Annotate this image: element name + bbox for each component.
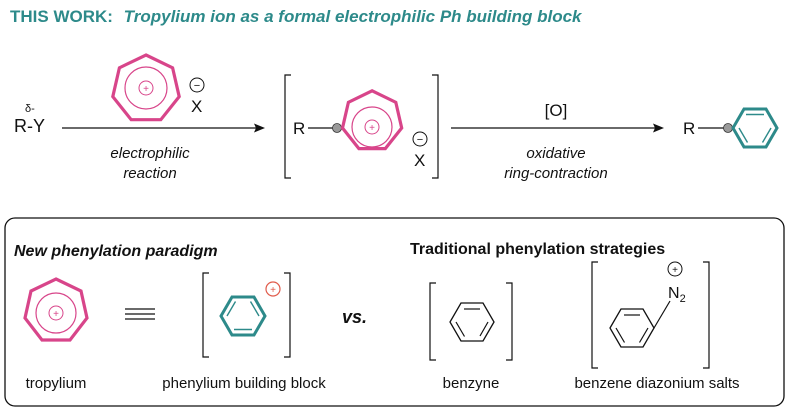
adduct-ring — [340, 89, 404, 151]
diazonium-label: benzene diazonium salts — [574, 375, 739, 392]
panel-plus-sign: + — [53, 309, 59, 320]
reaction-arrow-1 — [62, 123, 265, 133]
intermediate-bracket-right — [432, 74, 439, 179]
benzyne-ring — [449, 302, 495, 342]
diazonium-bond — [653, 300, 671, 329]
minus-charge-sign-2: − — [417, 134, 423, 146]
heading: THIS WORK: Tropylium ion as a formal ele… — [10, 7, 583, 26]
diazonium-n: N2 — [668, 285, 686, 305]
intermediate-bracket-left — [284, 74, 291, 179]
heading-prefix: THIS WORK: — [10, 7, 113, 26]
tropylium-aromatic-circle — [124, 66, 168, 110]
right-panel-title: Traditional phenylation strategies — [410, 241, 665, 258]
benzyne-bracket-left — [429, 282, 436, 361]
counterion-2: − X — [412, 131, 428, 170]
phenylium-label: phenylium building block — [162, 375, 326, 392]
reaction-arrow-2 — [451, 123, 664, 133]
step2-label-line2: ring-contraction — [504, 165, 607, 182]
phenylium-bracket-left — [202, 272, 209, 358]
diazonium-plus-circle — [667, 261, 683, 277]
benzene-ring — [731, 107, 779, 149]
panel-tropylium: + — [23, 277, 89, 342]
diazonium-bracket-left — [591, 261, 598, 369]
reactant-label: R-Y — [14, 116, 45, 136]
adduct-plus-sign: + — [369, 123, 375, 134]
tropylium-adduct: + — [340, 89, 404, 151]
tropylium-label: tropylium — [26, 375, 87, 392]
plus-charge-circle — [138, 80, 154, 96]
intermediate-r-label: R — [293, 119, 305, 138]
step2-reagent: [O] — [545, 101, 568, 120]
diazonium-bracket-right — [703, 261, 710, 369]
tropylium-reagent: + — [111, 53, 181, 122]
benzyne-label: benzyne — [443, 375, 500, 392]
adduct-aromatic-circle — [351, 106, 393, 148]
panel-tropylium-circle — [35, 292, 77, 334]
heading-text: Tropylium ion as a formal electrophilic … — [124, 7, 583, 26]
diazonium-plus-sign: + — [672, 265, 678, 276]
phenylium-ring — [219, 295, 267, 337]
benzyne-bracket-right — [506, 282, 513, 361]
benzyne-structure — [449, 302, 495, 342]
plus-charge-sign: + — [143, 84, 149, 95]
attachment-atom — [332, 123, 342, 133]
product-benzene — [731, 107, 779, 149]
product-attachment-atom — [723, 123, 733, 133]
step1-label-line2: reaction — [123, 165, 176, 182]
cation-circle — [265, 281, 281, 297]
counterion-label-2: X — [414, 151, 425, 170]
minus-charge-circle — [189, 77, 205, 93]
cation-sign: + — [270, 285, 276, 296]
minus-charge-sign: − — [194, 80, 200, 92]
diazonium-structure: N2 + — [609, 261, 686, 348]
equivalence-sign — [125, 308, 155, 320]
minus-charge-circle-2 — [412, 131, 428, 147]
comparison-panel — [4, 217, 785, 407]
vs-label: vs. — [342, 307, 367, 327]
counterion-label: X — [191, 97, 202, 116]
left-panel-title: New phenylation paradigm — [14, 243, 218, 260]
tropylium-ring — [111, 53, 181, 122]
step2-label-line1: oxidative — [526, 145, 585, 162]
counterion-1: − X — [189, 77, 205, 116]
partial-charge-label: δ- — [25, 103, 35, 115]
step1-label-line1: electrophilic — [110, 145, 190, 162]
phenylium-bracket-right — [284, 272, 291, 358]
adduct-plus-circle — [364, 119, 380, 135]
product-r-label: R — [683, 119, 695, 138]
panel-tropylium-ring — [23, 277, 89, 342]
panel-plus-circle — [48, 305, 64, 321]
phenylium-structure: + — [219, 281, 281, 337]
